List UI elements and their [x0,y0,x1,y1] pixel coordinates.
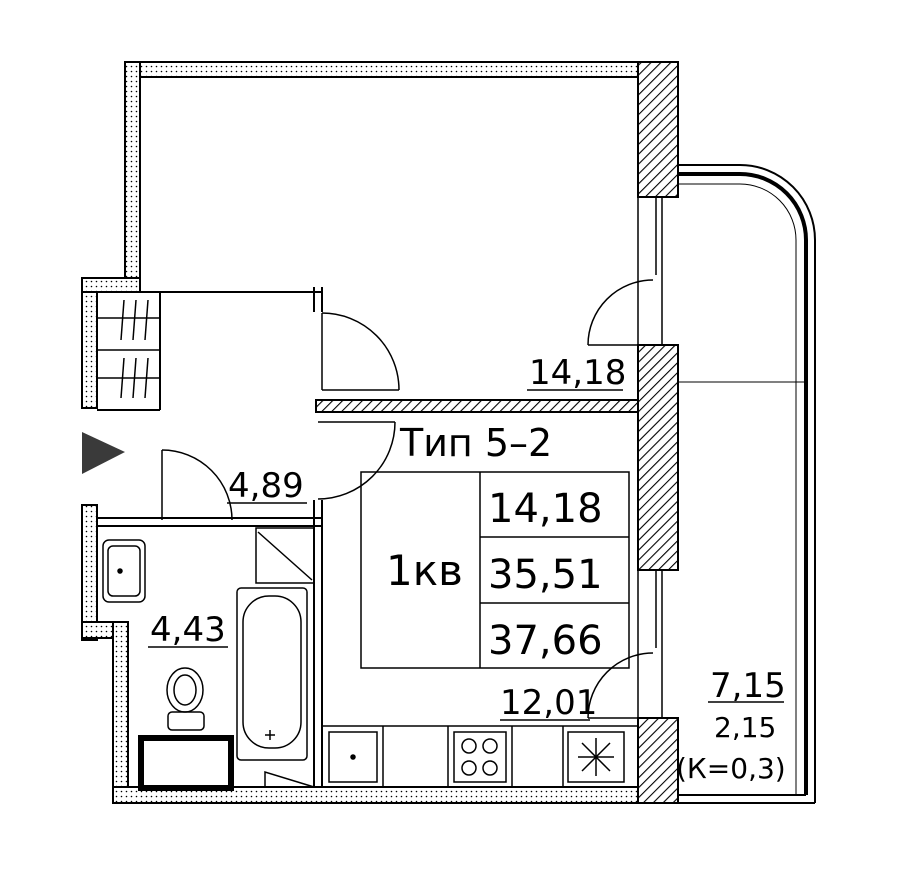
summary-total-with-balcony: 37,66 [488,618,603,664]
balcony-coefficient: (К=0,3) [676,752,786,785]
summary-living-area: 14,18 [488,486,603,532]
sink [102,539,146,603]
label-underlines [148,389,784,721]
kitchen-sink [328,731,378,783]
entrance-arrow-icon [82,432,125,474]
room-area-kitchen: 12,01 [500,683,597,723]
area-summary-table [360,471,630,669]
balcony-reduced-area: 2,15 [714,711,776,744]
windows [637,197,663,718]
room-area-hallway: 4,89 [228,466,304,506]
stove [453,731,507,783]
wardrobe [97,299,160,399]
doors [161,279,654,719]
exterior-walls [81,61,667,804]
summary-total-area: 35,51 [488,552,603,598]
bathroom-fixtures [102,527,315,791]
fridge [567,731,625,783]
room-area-bathroom: 4,43 [150,610,226,650]
partitions [97,287,323,787]
balcony [670,164,816,804]
bearing-walls [315,61,679,804]
apartment-label: 1кв [386,546,463,595]
bathtub [236,587,308,761]
washing-machine [138,735,234,791]
balcony-area: 7,15 [710,666,786,706]
room-area-living: 14,18 [529,353,626,393]
plan-type-label: Тип 5–2 [399,421,552,465]
kitchen-fixtures [322,725,638,787]
